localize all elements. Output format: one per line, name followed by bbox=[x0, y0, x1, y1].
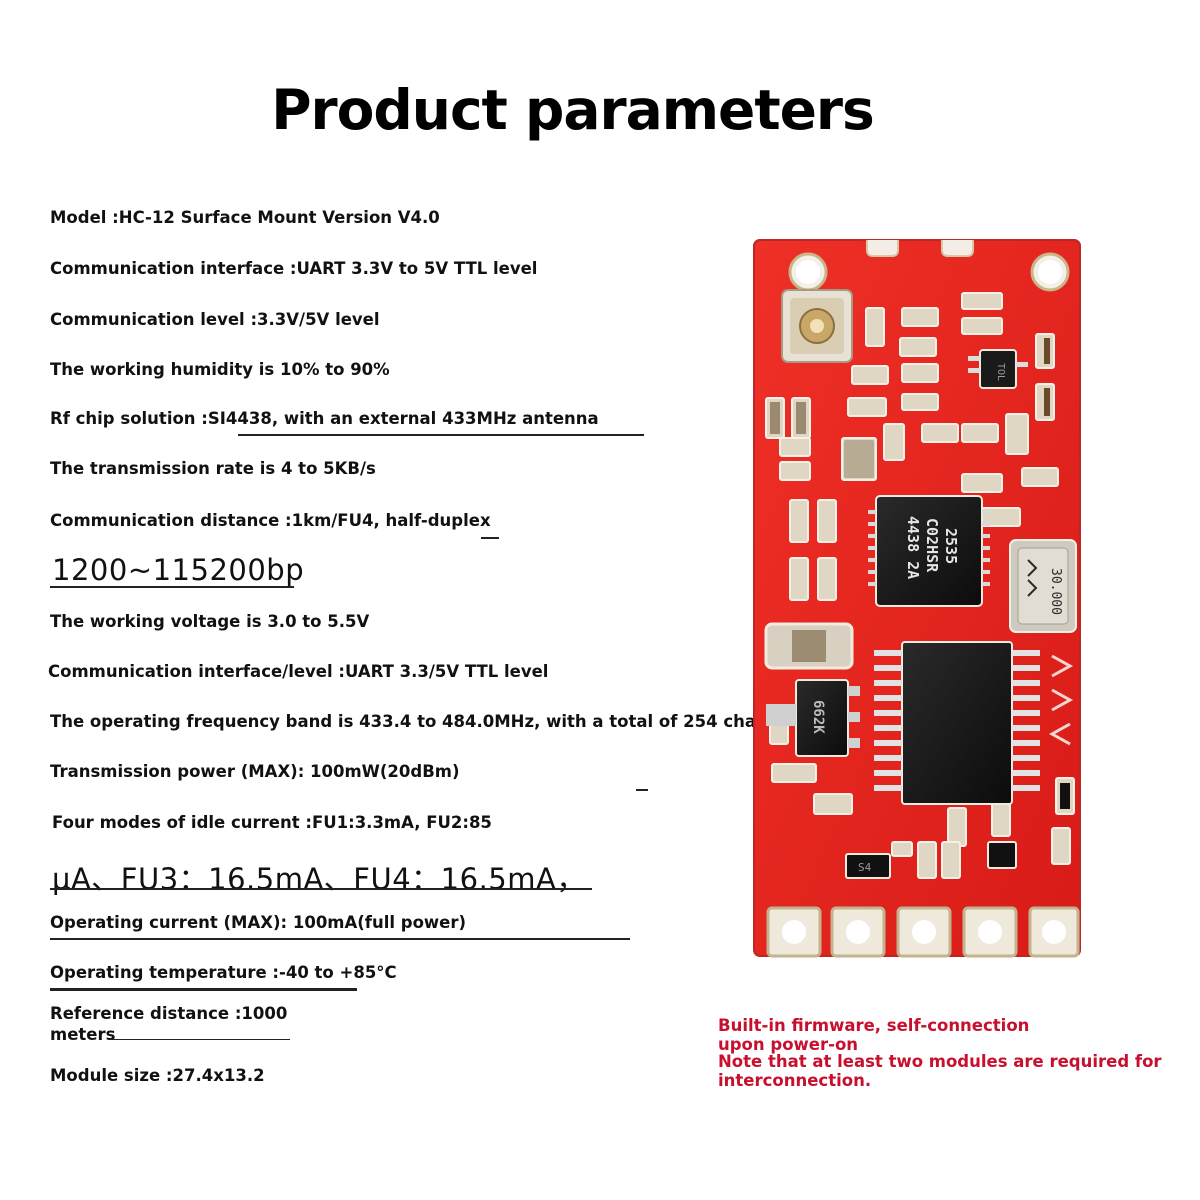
param-interface-level: Communication interface/level :UART 3.3/… bbox=[48, 662, 549, 681]
ipex-antenna-connector bbox=[781, 289, 853, 363]
firmware-note-line4: interconnection. bbox=[718, 1071, 872, 1090]
param-tx-power: Transmission power (MAX): 100mW(20dBm) bbox=[50, 762, 460, 781]
param-voltage: The working voltage is 3.0 to 5.5V bbox=[50, 612, 370, 631]
chip-marking: 4438 2A bbox=[904, 516, 922, 579]
regulator-marking: 662K bbox=[810, 700, 826, 734]
underline bbox=[636, 789, 648, 791]
param-rf-chip: Rf chip solution :SI4438, with an extern… bbox=[50, 409, 599, 428]
underline bbox=[50, 938, 630, 940]
dark-components bbox=[770, 338, 1070, 809]
page-title: Product parameters bbox=[271, 78, 875, 142]
bottom-pin-pads bbox=[766, 906, 1080, 958]
hc12-module-photo: TOL 2535 C02HSR 4438 2A 30.000 bbox=[753, 239, 1081, 958]
underline bbox=[238, 434, 644, 436]
mcu-chip bbox=[874, 641, 1074, 805]
param-temperature: Operating temperature :-40 to +85°C bbox=[50, 963, 397, 982]
chip-marking: 2535 bbox=[942, 528, 960, 564]
firmware-note-line2: upon power-on bbox=[718, 1035, 859, 1054]
firmware-note-line1: Built-in firmware, self-connection bbox=[718, 1016, 1030, 1035]
voltage-regulator: 662K bbox=[766, 679, 860, 757]
param-module-size: Module size :27.4x13.2 bbox=[50, 1066, 265, 1085]
underline bbox=[481, 537, 499, 539]
small-marking: S4 bbox=[858, 861, 872, 874]
rf-chip-si4438: 2535 C02HSR 4438 2A bbox=[868, 495, 990, 607]
underline bbox=[50, 586, 294, 588]
param-comm-distance: Communication distance :1km/FU4, half-du… bbox=[50, 511, 491, 530]
tantalum-capacitor bbox=[764, 622, 854, 670]
param-model: Model :HC-12 Surface Mount Version V4.0 bbox=[50, 208, 440, 227]
param-baud-rate: 1200~115200bp bbox=[52, 553, 305, 587]
param-idle-current: Four modes of idle current :FU1:3.3mA, F… bbox=[52, 813, 492, 832]
crystal-oscillator: 30.000 bbox=[1009, 539, 1077, 633]
param-frequency-band: The operating frequency band is 433.4 to… bbox=[50, 712, 807, 731]
chip-marking: C02HSR bbox=[923, 518, 941, 573]
param-ref-distance: Reference distance :1000 bbox=[50, 1004, 288, 1023]
param-transmission-rate: The transmission rate is 4 to 5KB/s bbox=[50, 459, 376, 478]
underline bbox=[50, 888, 592, 890]
small-transistor: S4 bbox=[845, 841, 1017, 879]
crystal-marking: 30.000 bbox=[1048, 568, 1063, 615]
param-comm-level: Communication level :3.3V/5V level bbox=[50, 310, 380, 329]
underline bbox=[50, 988, 357, 991]
param-humidity: The working humidity is 10% to 90% bbox=[50, 360, 390, 379]
param-ref-distance-cont: meters bbox=[50, 1025, 116, 1044]
sot-transistor: TOL bbox=[968, 349, 1028, 389]
firmware-note-line3: Note that at least two modules are requi… bbox=[718, 1052, 1162, 1071]
underline bbox=[108, 1039, 290, 1040]
param-idle-current-cont: μA、FU3：16.5mA、FU4：16.5mA， bbox=[52, 862, 586, 896]
silk-marking: TOL bbox=[995, 363, 1006, 381]
param-comm-interface: Communication interface :UART 3.3V to 5V… bbox=[50, 259, 538, 278]
param-operating-current: Operating current (MAX): 100mA(full powe… bbox=[50, 913, 467, 932]
top-mount-holes bbox=[788, 240, 1070, 292]
